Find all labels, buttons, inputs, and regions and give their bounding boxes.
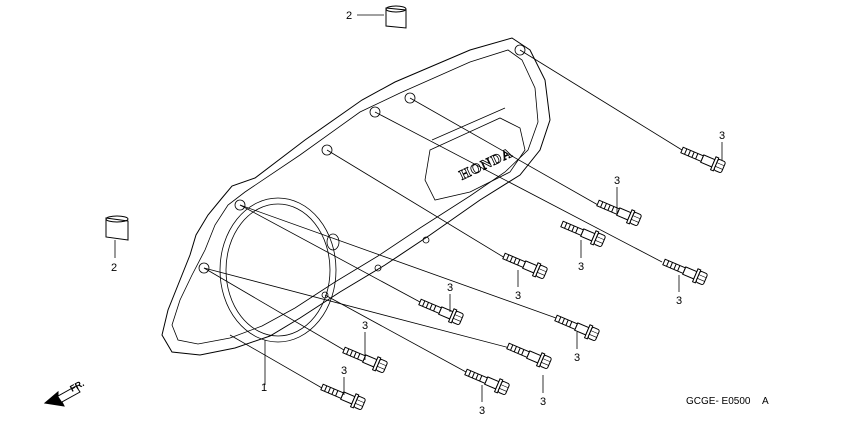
bolt-10: [462, 365, 511, 397]
bolt-2: [594, 196, 643, 228]
brand-logo-text: HONDA: [457, 146, 515, 184]
dowel-pin-top: [357, 5, 407, 29]
callout-dowel-top: 2: [346, 10, 352, 22]
callout-bolt-6: 3: [447, 282, 453, 294]
forward-label: FR.: [68, 378, 85, 394]
revision-letter: A: [762, 396, 769, 407]
callout-bolt-8: 3: [362, 320, 368, 332]
callout-bolt-7: 3: [574, 352, 580, 364]
callout-bolt-2: 3: [614, 175, 620, 187]
callout-cover: 1: [261, 382, 267, 394]
diagram-code: GCGE- E0500: [686, 396, 751, 407]
callout-bolt-11: 3: [479, 405, 485, 417]
bolt-3: [558, 217, 607, 249]
callout-bolt-10: 3: [540, 396, 546, 408]
bolt-8: [504, 339, 553, 371]
callout-bolt-3: 3: [578, 261, 584, 273]
leader-lines: [203, 49, 683, 389]
bolt-4: [660, 255, 709, 287]
callout-dowel-left: 2: [111, 262, 117, 274]
callout-bolt-5: 3: [515, 290, 521, 302]
callout-bolt-9: 3: [341, 365, 347, 377]
callout-bolt-4: 3: [676, 295, 682, 307]
callout-bolt-1: 3: [719, 130, 725, 142]
bolt-5: [500, 249, 549, 281]
bolt-11: [318, 380, 367, 412]
dowel-pin-left: [105, 215, 129, 258]
callout-leaders: [343, 142, 723, 402]
forward-arrow-icon: [43, 385, 81, 407]
bolt-7: [416, 295, 465, 327]
bolt-1: [678, 143, 727, 175]
